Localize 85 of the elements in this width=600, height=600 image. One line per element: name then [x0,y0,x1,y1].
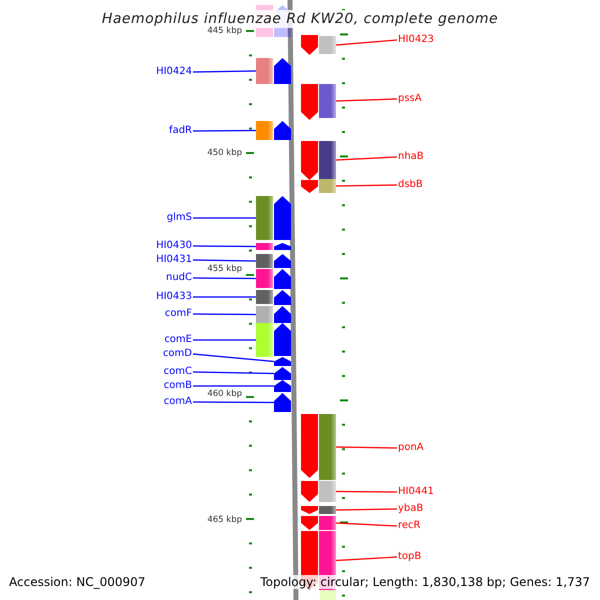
gene-glyph [301,506,318,514]
gene-label: HI0431 [156,254,192,266]
map-title: Haemophilus influenzae Rd KW20, complete genome [102,10,498,28]
leader-line [192,70,256,73]
leader-line [336,39,398,46]
gene-block [256,306,273,323]
gene-block [319,141,336,179]
gene-block [256,243,273,250]
gene-label: comC [164,366,192,378]
gene-label: dsbB [398,179,423,191]
gene-label: recR [398,520,420,532]
gene-glyph [301,481,318,502]
gene-block [319,414,336,480]
gene-label: HI0424 [156,66,192,78]
leader-line [193,339,256,341]
gene-block [256,58,273,84]
gene-block [256,323,273,357]
gene-label: ybaB [398,503,424,515]
gene-glyph [274,196,291,240]
leader-line [336,522,398,527]
gene-glyph [301,84,318,120]
gene-glyph [274,243,291,250]
scale-label: 460 kbp [207,388,242,400]
gene-block [319,179,336,193]
gene-label: comD [162,348,192,360]
gene-block [256,269,273,288]
gene-label: fadR [169,125,192,137]
leader-line [336,508,398,511]
gene-label: ponA [398,442,424,454]
gene-label: comF [164,308,192,320]
leader-line [193,130,256,132]
leader-line [336,156,398,161]
gene-block [319,506,336,514]
leader-line [336,556,398,562]
gene-label: comE [164,334,192,346]
scale-label: 450 kbp [207,147,242,159]
gene-label: HI0441 [398,486,434,498]
leader-line [193,385,274,387]
gene-block [256,290,273,304]
leader-line [192,353,274,362]
gene-glyph [274,290,291,305]
scale-label: 455 kbp [207,263,242,275]
gene-glyph [274,367,291,380]
gene-block [319,481,336,502]
leader-line [336,98,398,102]
gene-block [256,121,273,140]
accession-text: Accession: NC_000907 [9,575,146,589]
genome-info-text: Topology: circular; Length: 1,830,138 bp; Genes: 1,737 [260,575,590,589]
leader-line [193,277,256,280]
gene-label: HI0433 [156,291,192,303]
gene-label: comB [164,380,192,392]
gene-glyph [274,306,291,323]
leader-line [193,296,256,298]
leader-line [336,184,398,187]
leader-line [193,313,256,316]
gene-label: nhaB [398,151,424,163]
leader-line [193,217,256,219]
gene-label: pssA [398,93,422,105]
scale-label: 465 kbp [207,514,242,526]
gene-block [256,196,273,240]
leader-line [336,490,397,493]
gene-glyph [274,254,291,268]
leader-line [192,259,256,262]
gene-glyph [301,35,318,55]
leader-line [193,401,274,404]
gene-glyph [301,414,318,478]
gene-glyph [274,393,291,412]
leader-line [192,371,274,374]
gene-glyph [274,121,291,140]
gene-glyph [274,380,291,392]
scale-label: 445 kbp [207,25,242,37]
gene-label: HI0423 [398,34,434,46]
gene-label: topB [398,551,422,563]
gene-block [256,254,273,268]
gene-block [319,516,336,530]
gene-label: glmS [166,212,192,224]
gene-label: HI0430 [156,240,192,252]
gene-glyph [274,58,291,84]
gene-label: comA [164,396,192,408]
leader-line [193,245,256,248]
gene-block [319,36,336,54]
gene-glyph [274,269,291,289]
gene-block [319,84,336,118]
leader-line [336,446,398,449]
gene-label: nudC [166,272,192,284]
